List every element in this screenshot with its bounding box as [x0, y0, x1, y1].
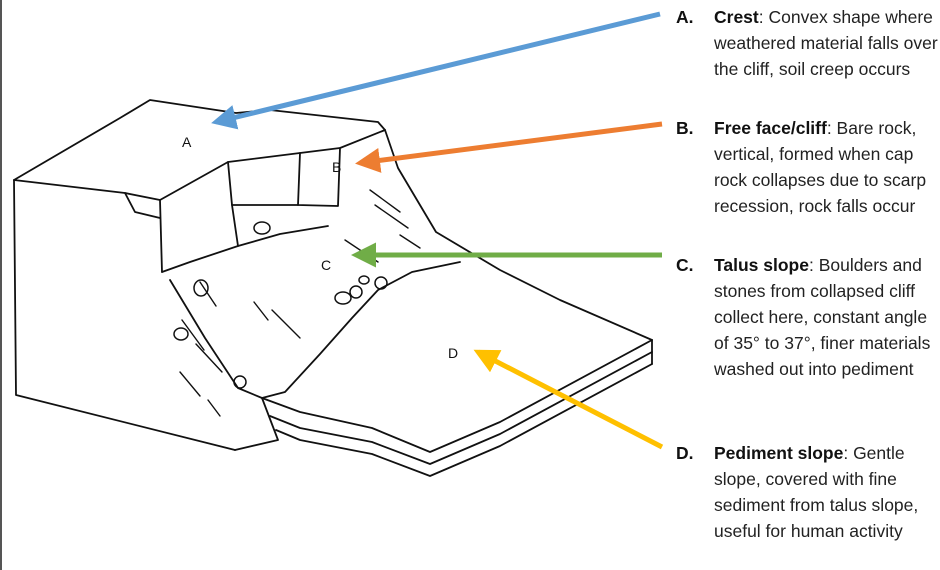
label-a: A: [182, 134, 192, 150]
label-c: C: [321, 257, 331, 273]
talus-boundary: [169, 261, 461, 399]
left-wall-inner: [159, 199, 163, 273]
legend-text: Free face/cliff: Bare rock, vertical, fo…: [714, 115, 938, 219]
cap-rock-step: [124, 192, 161, 219]
label-d: D: [448, 345, 458, 361]
legend-text: Crest: Convex shape where weathered mate…: [714, 4, 938, 82]
pediment-left-edge: [234, 397, 279, 451]
legend-term: Crest: [714, 7, 759, 27]
legend-description: : Bare rock, vertical, formed when cap r…: [714, 118, 927, 216]
free-face-right: [384, 129, 653, 341]
pediment-layer-2: [275, 363, 653, 477]
label-b: B: [332, 159, 341, 175]
arrow-pediment: [473, 349, 664, 450]
legend-item-crest: A. Crest: Convex shape where weathered m…: [676, 4, 938, 82]
arrow-free-face: [355, 121, 663, 173]
legend-term: Pediment slope: [714, 443, 844, 463]
legend-text: Talus slope: Boulders and stones from co…: [714, 252, 938, 382]
legend-letter: C.: [676, 255, 694, 275]
legend-letter: B.: [676, 118, 694, 138]
legend-item-pediment: D. Pediment slope: Gentle slope, covered…: [676, 440, 938, 544]
pediment-front-edge: [261, 339, 653, 453]
legend-description: : Gentle slope, covered with fine sedime…: [714, 443, 919, 541]
left-block-outline: [13, 99, 386, 181]
pediment-layer-1: [269, 351, 653, 465]
left-frame-border: [0, 0, 2, 570]
free-face-left: [161, 225, 329, 273]
cap-rock-face: [227, 161, 239, 247]
landform-sketch: [13, 99, 653, 477]
legend-text: Pediment slope: Gentle slope, covered wi…: [714, 440, 938, 544]
legend-item-free-face: B. Free face/cliff: Bare rock, vertical,…: [676, 115, 938, 219]
legend-item-talus: C. Talus slope: Boulders and stones from…: [676, 252, 938, 382]
legend-letter: D.: [676, 443, 694, 463]
left-wall: [13, 179, 236, 451]
legend-term: Free face/cliff: [714, 118, 827, 138]
legend-description: : Boulders and stones from collapsed cli…: [714, 255, 931, 379]
talus-streaks: [179, 189, 421, 417]
crest-front-edge: [13, 129, 386, 201]
cap-rock-block-b: [297, 147, 341, 207]
arrow-crest: [211, 11, 661, 130]
legend-term: Talus slope: [714, 255, 809, 275]
legend-description: : Convex shape where weathered material …: [714, 7, 938, 79]
legend-letter: A.: [676, 7, 694, 27]
boulders: [173, 221, 388, 389]
